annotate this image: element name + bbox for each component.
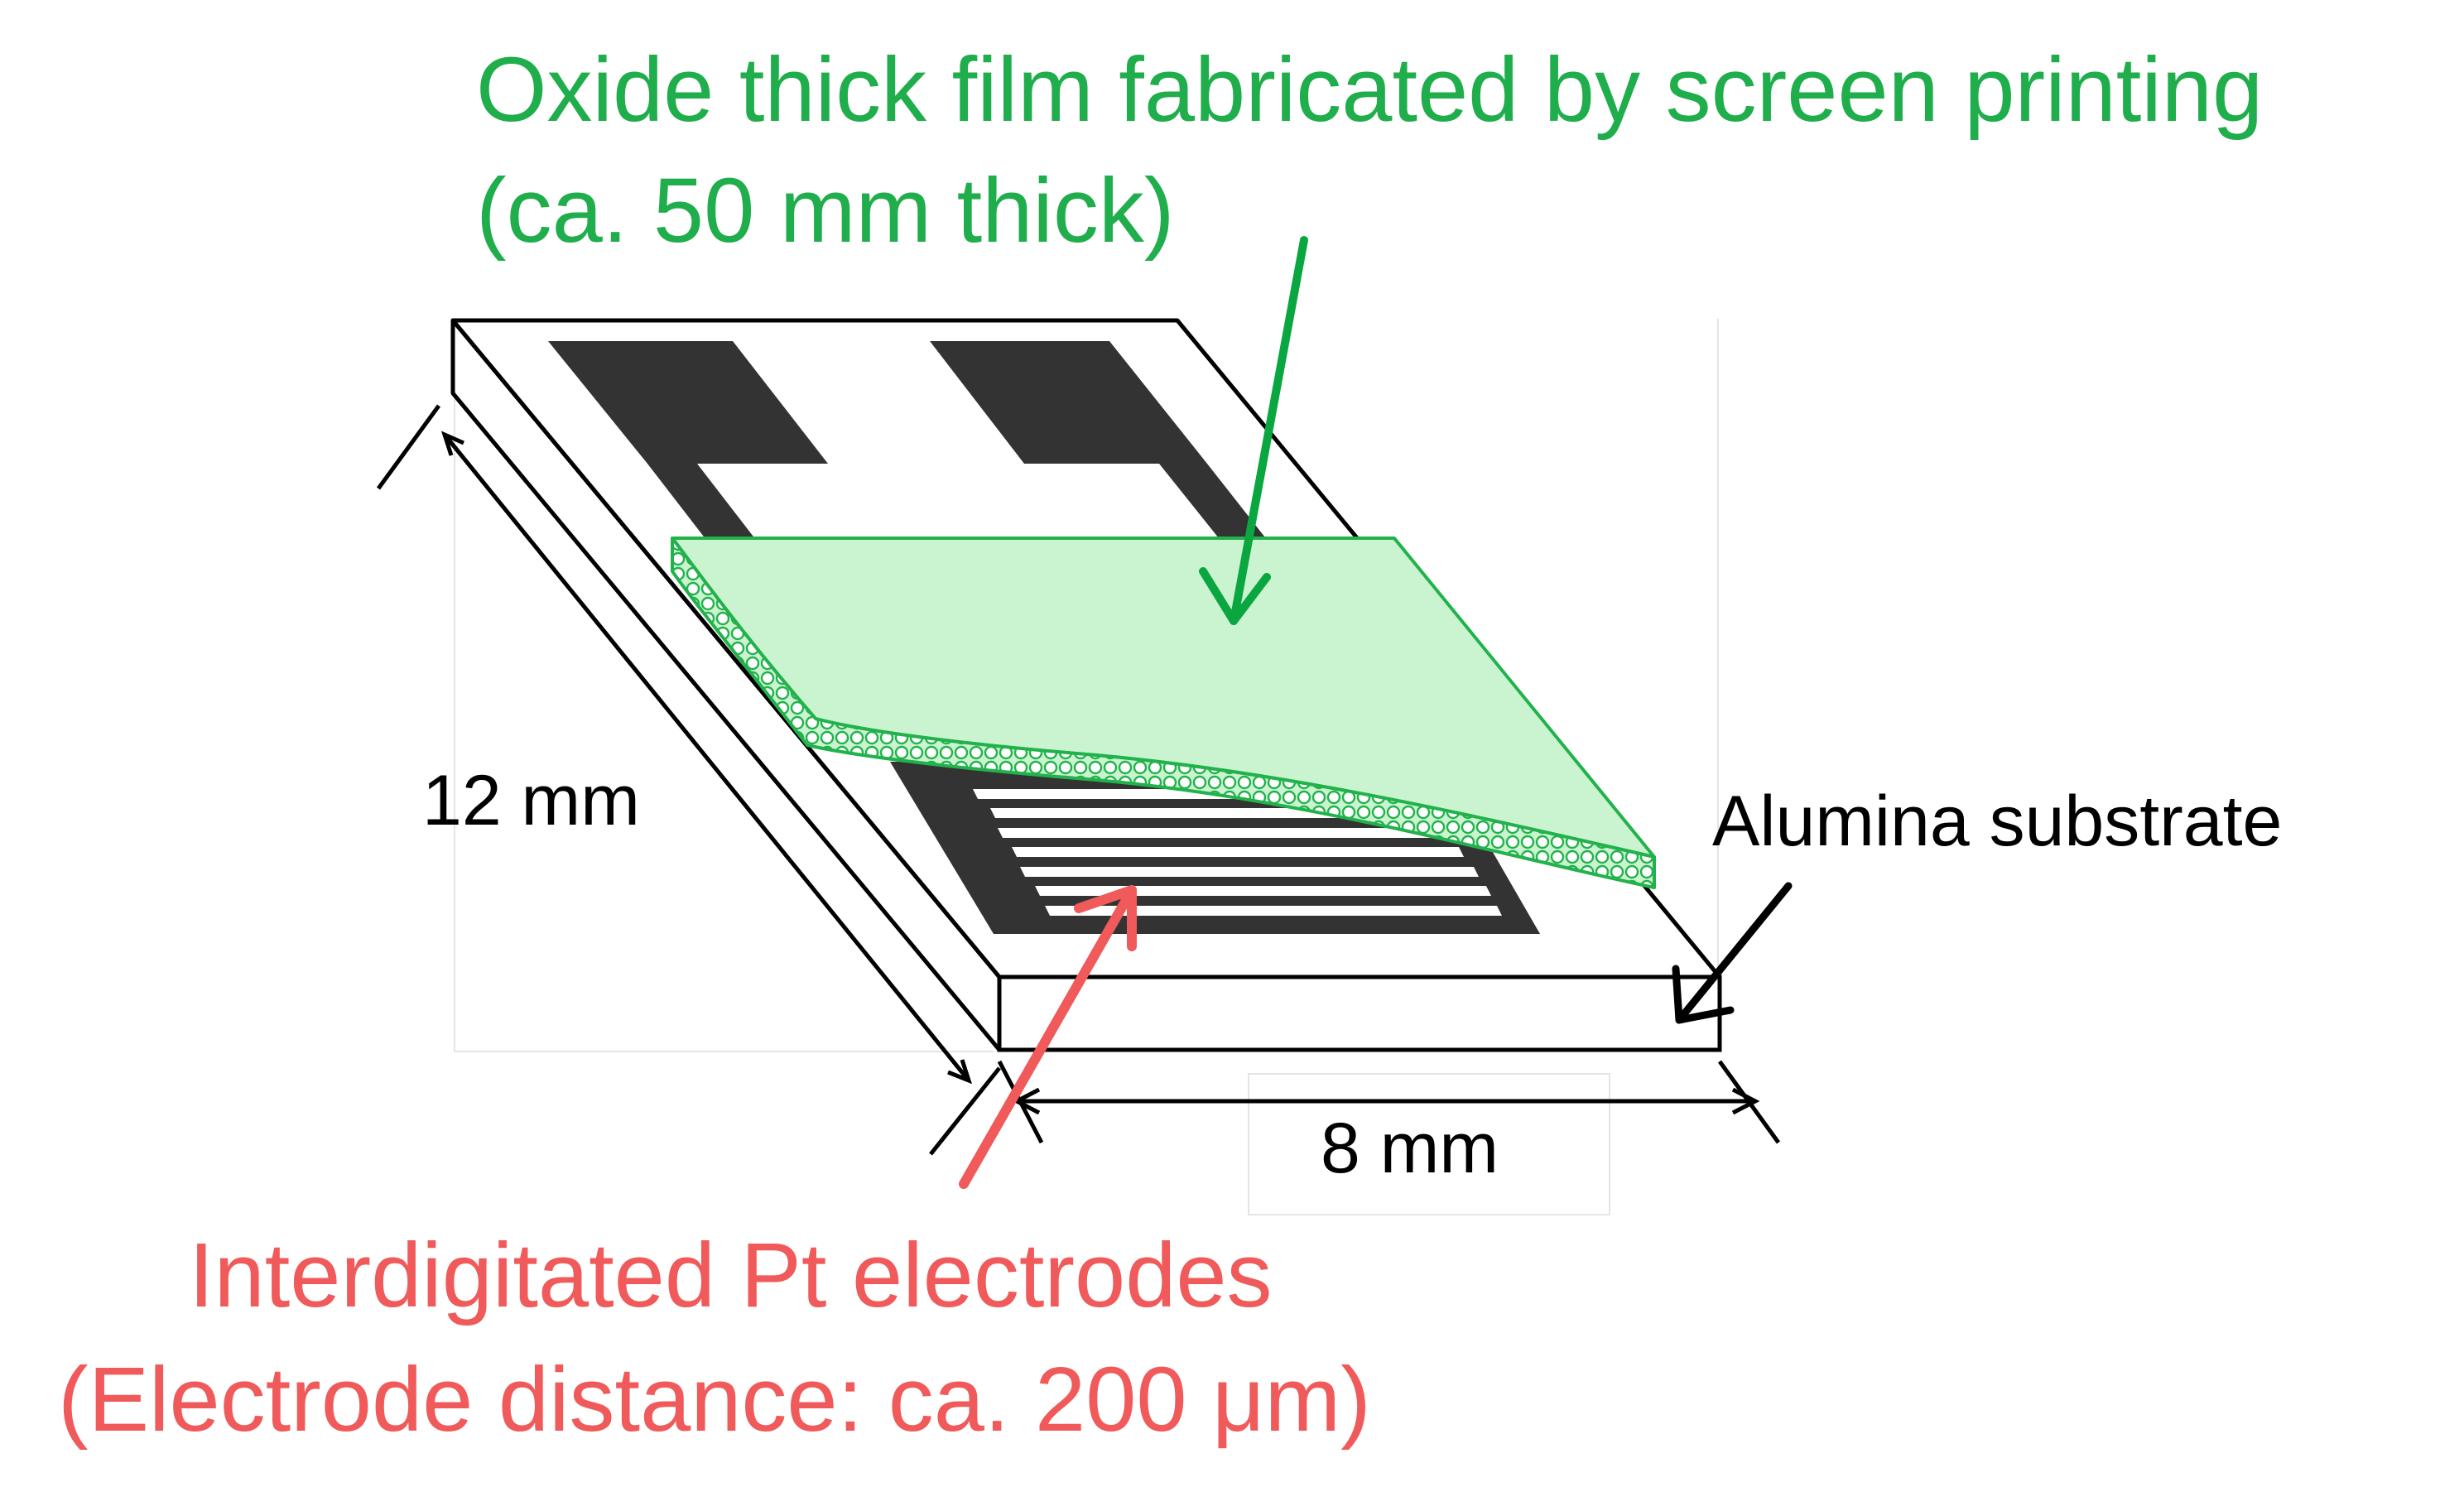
dimension-12mm: [376, 404, 1001, 1156]
oxide-film-label-line1: Oxide thick film fabricated by screen pr…: [476, 39, 2264, 141]
oxide-film-edge: [671, 537, 1656, 889]
left-contact-pad: [548, 341, 828, 464]
substrate-arrow: [1672, 882, 1793, 1024]
film-arrow: [1199, 236, 1308, 625]
dimension-8mm: [997, 1060, 1781, 1144]
oxide-film-label-line2: (ca. 50 mm thick): [476, 160, 1175, 262]
width-dimension-label: 8 mm: [1321, 1109, 1499, 1188]
electrodes-label-line2: (Electrode distance: ca. 200 μm): [58, 1349, 1371, 1451]
background-frame: [454, 319, 1719, 1215]
electrode-arrow: [959, 885, 1137, 1189]
substrate-label: Alumina substrate: [1712, 782, 2283, 861]
length-dimension-label: 12 mm: [422, 761, 640, 840]
substrate-front-face: [997, 974, 1722, 1052]
right-contact-pad: [930, 341, 1207, 464]
oxide-film: [671, 537, 1656, 889]
electrodes-label-line1: Interdigitated Pt electrodes: [189, 1225, 1273, 1326]
